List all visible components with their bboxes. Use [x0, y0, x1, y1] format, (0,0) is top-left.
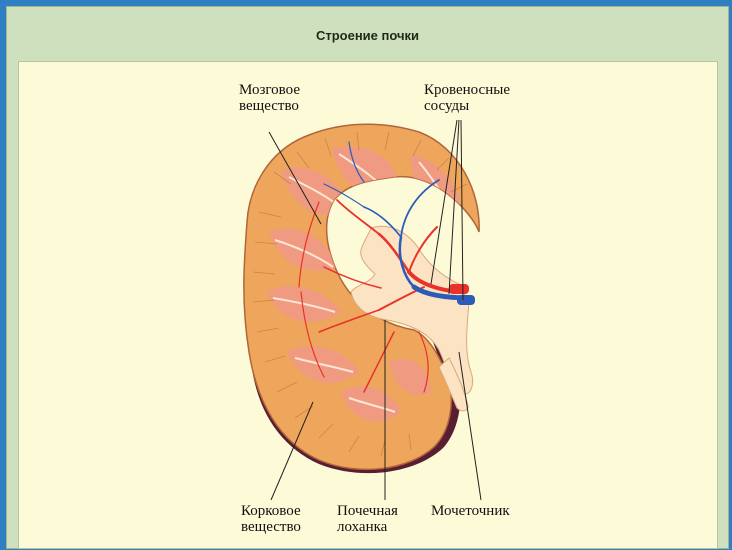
label-medulla: Мозговое вещество — [239, 82, 300, 114]
diagram-panel: Мозговое вещество Кровеносные сосуды Кор… — [18, 61, 718, 549]
label-ureter: Мочеточник — [431, 503, 510, 519]
label-cortex: Корковое вещество — [241, 503, 301, 535]
renal-vein — [457, 295, 475, 305]
kidney-diagram — [19, 62, 719, 550]
page-title: Строение почки — [316, 28, 419, 43]
label-renal-pelvis: Почечная лоханка — [337, 503, 398, 535]
window-frame: Строение почки — [6, 6, 729, 549]
label-blood-vessels: Кровеносные сосуды — [424, 82, 510, 114]
renal-artery — [449, 284, 469, 294]
header-bar: Строение почки — [7, 7, 728, 61]
